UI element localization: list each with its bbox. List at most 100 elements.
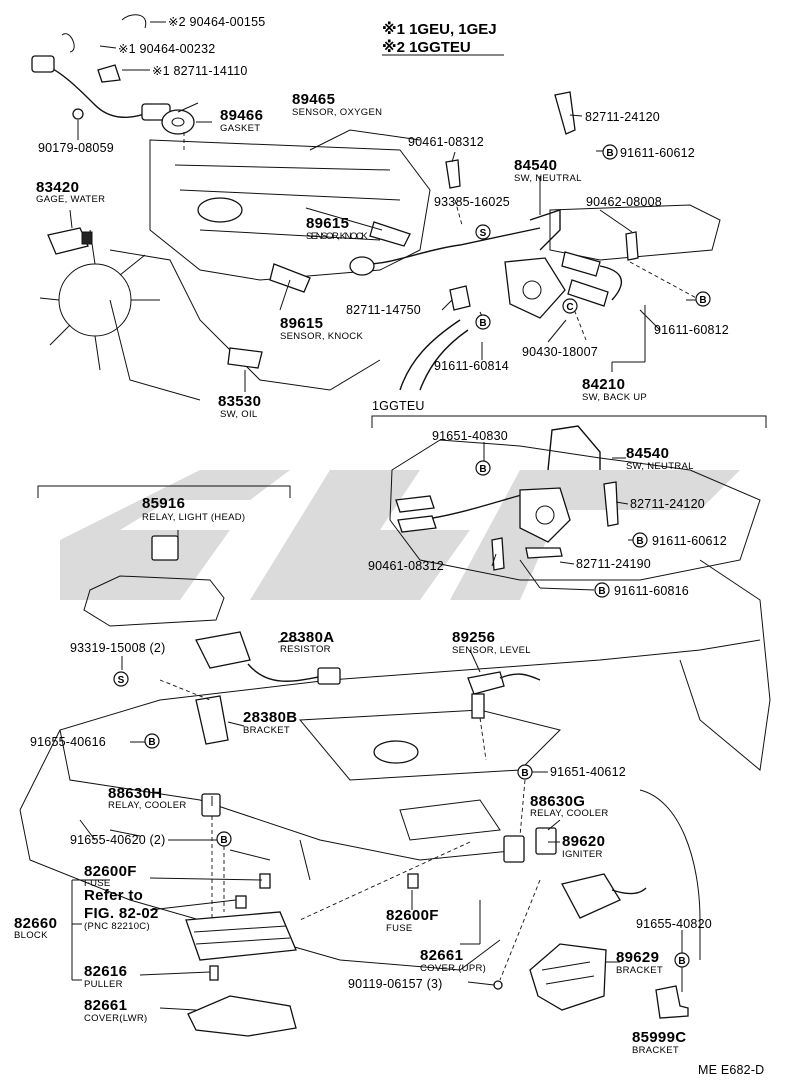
bolt-symbol-2: B xyxy=(695,291,711,307)
part-desc-p46: PULLER xyxy=(84,979,123,990)
part-label-p20: 84210 xyxy=(582,376,625,393)
leader-lines-lower xyxy=(71,639,683,1011)
part-desc-p49: BRACKET xyxy=(632,1045,679,1056)
svg-text:B: B xyxy=(220,835,227,846)
lower-cover-drawing xyxy=(187,995,297,1037)
small-bolt-icon xyxy=(72,108,84,120)
part-label-p17: 91611-60812 xyxy=(654,323,729,337)
svg-text:B: B xyxy=(678,956,685,967)
bracket-85999c-drawing xyxy=(655,985,689,1019)
part-desc-p4: SENSOR, OXYGEN xyxy=(292,107,382,118)
part-label-p33: 28380B xyxy=(243,709,297,726)
part-desc-p36: RELAY, COOLER xyxy=(108,800,187,811)
refer-note-line2[interactable]: FIG. 82-02 xyxy=(84,905,159,922)
part-label-p40: 82600F xyxy=(84,863,137,880)
part-desc-p14: SENSOR, KNOCK xyxy=(306,231,368,242)
neutral-switch-drawing xyxy=(445,91,639,319)
bracket-89629-drawing xyxy=(529,943,607,1011)
part-label-p48: 82661 xyxy=(84,997,127,1014)
part-label-p13: 90462-08008 xyxy=(586,195,662,209)
part-desc-p40: FUSE xyxy=(84,878,111,889)
part-desc-p29: RELAY, LIGHT (HEAD) xyxy=(142,512,245,523)
part-label-p15: 89615 xyxy=(280,315,323,332)
water-gage-drawing xyxy=(47,227,93,255)
part-label-p31: 93319-15008 (2) xyxy=(70,641,165,655)
part-label-p37: 88630G xyxy=(530,793,585,810)
part-label-p11: 91611-60612 xyxy=(620,146,695,160)
car-body-drawing xyxy=(19,559,771,971)
cooler-relay-g-drawing xyxy=(503,827,557,863)
section-label-1ggteu: 1GGTEU xyxy=(372,399,425,413)
part-label-p45: 89629 xyxy=(616,949,659,966)
part-label-p41: 82600F xyxy=(386,907,439,924)
part-label-p28: 91611-60816 xyxy=(614,584,689,598)
part-desc-p37: RELAY, COOLER xyxy=(530,808,609,819)
part-desc-p15: SENSOR, KNOCK xyxy=(280,331,363,342)
part-desc-p41: FUSE xyxy=(386,923,413,934)
refer-note-line1[interactable]: Refer to xyxy=(84,887,143,904)
part-desc-p39: IGNITER xyxy=(562,849,603,860)
bolt-symbol-1: B xyxy=(602,144,618,160)
puller-drawing xyxy=(209,965,219,981)
bracket-28380b-drawing xyxy=(195,695,229,745)
svg-text:S: S xyxy=(480,228,487,239)
bolt-symbol-5: B xyxy=(632,532,648,548)
level-sensor-drawing xyxy=(467,671,541,719)
part-label-p26: 90461-08312 xyxy=(368,559,444,573)
part-label-p30: 28380A xyxy=(280,629,334,646)
clip-symbol-1: C xyxy=(562,298,578,314)
part-desc-p5: GASKET xyxy=(220,123,260,134)
svg-text:S: S xyxy=(118,675,125,686)
part-label-p43: 91655-40820 xyxy=(636,917,712,931)
part-label-p46: 82616 xyxy=(84,963,127,980)
part-label-p5: 89466 xyxy=(220,107,263,124)
part-label-p24: 82711-24120 xyxy=(630,497,705,511)
knock-sensor-drawing xyxy=(269,221,541,293)
part-label-p8: 90461-08312 xyxy=(408,135,484,149)
part-label-p1: ※2 90464-00155 xyxy=(168,15,265,29)
leader-lines-mid xyxy=(483,442,640,591)
svg-text:B: B xyxy=(636,536,643,547)
part-desc-p23: SW, NEUTRAL xyxy=(626,461,694,472)
part-label-p12: 93385-16025 xyxy=(434,195,510,209)
part-label-p19: 90430-18007 xyxy=(522,345,598,359)
part-desc-p33: BRACKET xyxy=(243,725,290,736)
screw-symbol-1: S xyxy=(475,224,491,240)
part-label-p25: 91611-60612 xyxy=(652,534,727,548)
part-label-p44: 82661 xyxy=(420,947,463,964)
part-label-p35: 91651-40612 xyxy=(550,765,626,779)
svg-text:B: B xyxy=(699,295,706,306)
svg-text:B: B xyxy=(606,148,613,159)
part-label-p49: 85999C xyxy=(632,1029,686,1046)
part-label-p27: 82711-24190 xyxy=(576,557,651,571)
screw-symbol-2: S xyxy=(113,671,129,687)
part-desc-p45: BRACKET xyxy=(616,965,663,976)
cooler-relay-h-drawing xyxy=(201,793,221,817)
footer-code: ME E682-D xyxy=(698,1063,764,1077)
part-label-p16: 82711-14750 xyxy=(346,303,421,317)
part-label-p14: 89615 xyxy=(306,215,349,232)
resistor-drawing xyxy=(195,631,341,685)
part-desc-p20: SW, BACK UP xyxy=(582,392,647,403)
header-note-2: ※2 1GGTEU xyxy=(382,38,471,56)
svg-text:C: C xyxy=(566,302,573,313)
bolt-symbol-9: B xyxy=(216,831,232,847)
part-desc-p21: SW, OIL xyxy=(220,409,257,420)
part-label-p2: ※1 90464-00232 xyxy=(118,42,215,56)
part-label-p39: 89620 xyxy=(562,833,605,850)
part-desc-p42: BLOCK xyxy=(14,930,48,941)
igniter-drawing xyxy=(561,873,647,919)
part-desc-p7: GAGE, WATER xyxy=(36,194,105,205)
part-label-p6: 90179-08059 xyxy=(38,141,114,155)
bolt-symbol-4: B xyxy=(475,460,491,476)
fuse-drawing xyxy=(235,873,419,909)
bolt-symbol-3: B xyxy=(475,314,491,330)
refer-note-line3: (PNC 82210C) xyxy=(84,921,150,932)
part-label-p21: 83530 xyxy=(218,393,261,410)
svg-text:B: B xyxy=(148,737,155,748)
part-label-p7: 83420 xyxy=(36,179,79,196)
svg-text:B: B xyxy=(479,318,486,329)
part-label-p3: ※1 82711-14110 xyxy=(152,64,248,78)
part-label-p4: 89465 xyxy=(292,91,335,108)
part-desc-p32: SENSOR, LEVEL xyxy=(452,645,531,656)
